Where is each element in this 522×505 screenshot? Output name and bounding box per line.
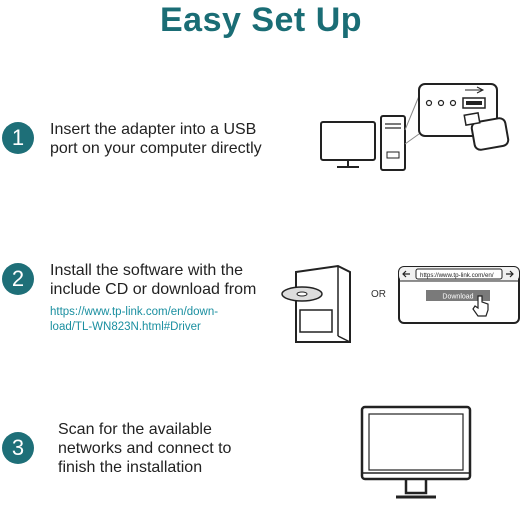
address-bar xyxy=(415,268,503,280)
monitor-icon xyxy=(320,121,376,161)
step-2-text: Install the software with the include CD… xyxy=(50,261,290,299)
step-3-text: Scan for the available networks and conn… xyxy=(58,420,298,477)
forward-arrow-icon xyxy=(506,270,514,278)
step-2-line-2: include CD or download from xyxy=(50,281,257,298)
step-3-line-1: Scan for the available xyxy=(58,421,212,438)
hand-cursor-icon xyxy=(472,295,489,317)
page-title: Easy Set Up xyxy=(159,1,363,39)
browser-url: https://www.tp-link.com/en/ xyxy=(420,272,494,279)
step-2-line-1: Install the software with the xyxy=(50,262,243,279)
step-1-text: Insert the adapter into a USB port on yo… xyxy=(50,120,310,158)
cd-pc-illustration xyxy=(281,264,351,343)
monitor-icon xyxy=(360,405,472,481)
driver-download-link[interactable]: https://www.tp-link.com/en/down- load/TL… xyxy=(50,305,290,335)
usb-adapter-icon xyxy=(470,117,510,151)
back-arrow-icon xyxy=(402,270,410,278)
step-1-line-2: port on your computer directly xyxy=(50,140,262,157)
link-line-2[interactable]: load/TL-WN823N.html#Driver xyxy=(50,321,201,333)
monitor-illustration xyxy=(360,405,472,499)
step-1-line-1: Insert the adapter into a USB xyxy=(50,121,257,138)
link-line-1[interactable]: https://www.tp-link.com/en/down- xyxy=(50,306,219,318)
pc-tower-icon xyxy=(295,264,351,343)
step-1-number: 1 xyxy=(2,122,34,154)
browser-illustration: https://www.tp-link.com/en/ Download xyxy=(398,266,520,324)
step-3-number: 3 xyxy=(2,432,34,464)
step-3-line-3: finish the installation xyxy=(58,459,203,476)
download-button[interactable] xyxy=(426,290,490,301)
computer-usb-illustration xyxy=(320,83,510,171)
download-button-label: Download xyxy=(442,294,473,301)
step-3-line-2: networks and connect to xyxy=(58,440,232,457)
or-label: OR xyxy=(371,289,386,300)
step-2-number: 2 xyxy=(2,263,34,295)
